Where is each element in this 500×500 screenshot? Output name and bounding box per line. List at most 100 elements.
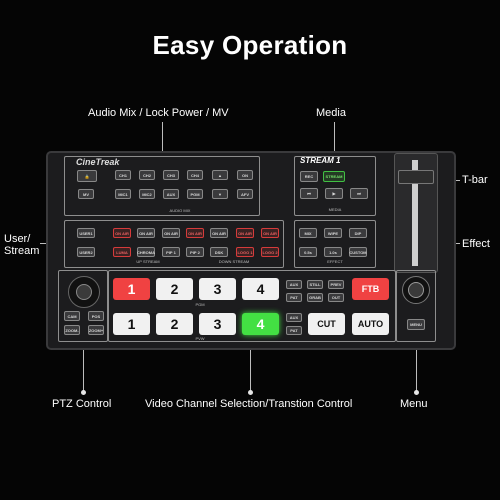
stream-label: STREAM 1: [300, 156, 341, 165]
zoom-out-button[interactable]: ZOOM-: [64, 325, 80, 335]
on-button[interactable]: ON: [237, 170, 253, 180]
pvw-1-button[interactable]: 1: [113, 313, 150, 335]
prev-button[interactable]: PREV: [328, 280, 344, 289]
down-onair-4-button[interactable]: ON AIR: [261, 228, 279, 238]
callout-ptz: PTZ Control: [52, 398, 112, 410]
duration-10-button[interactable]: 1.0s: [324, 247, 342, 257]
audio-ch1-button[interactable]: CH1: [115, 170, 131, 180]
pgm-label: PGM: [195, 302, 205, 307]
logo1-button[interactable]: LOGO 1: [236, 247, 254, 257]
dip-button[interactable]: DIP: [349, 228, 367, 238]
effect-panel: [294, 220, 376, 268]
aux-button[interactable]: AUX: [163, 189, 179, 199]
leader-dot: [248, 390, 253, 395]
menu-button[interactable]: MENU: [407, 319, 425, 330]
luma-button[interactable]: LUMA: [113, 247, 131, 257]
wipe-button[interactable]: WIPE: [324, 228, 342, 238]
media-panel: [294, 156, 376, 216]
pvw-label: PVW: [195, 336, 205, 341]
rec-button[interactable]: REC: [300, 171, 318, 182]
next-track-button[interactable]: ⏭: [350, 188, 368, 199]
down-onair-2-button[interactable]: ON AIR: [210, 228, 228, 238]
ftb-button[interactable]: FTB: [352, 278, 389, 300]
pgm-1-button[interactable]: 1: [113, 278, 150, 300]
volume-down-button[interactable]: ▼: [212, 189, 228, 199]
callout-user-stream: User/ Stream: [4, 233, 40, 257]
leader-video: [250, 342, 251, 392]
cut-button[interactable]: CUT: [308, 313, 345, 335]
out-button[interactable]: OUT: [328, 293, 344, 302]
afv-button[interactable]: AFV: [237, 189, 253, 199]
media-label: MEDIA: [328, 207, 342, 212]
joystick-knob-icon: [76, 284, 92, 300]
auto-button[interactable]: AUTO: [352, 313, 389, 335]
user1-button[interactable]: USER1: [77, 228, 95, 238]
effect-label: EFFECT: [327, 259, 343, 264]
pgm-4-button[interactable]: 4: [242, 278, 279, 300]
volume-up-button[interactable]: ▲: [212, 170, 228, 180]
logo2-button[interactable]: LOGO 2: [261, 247, 279, 257]
tbar-track: [412, 160, 418, 266]
still-button[interactable]: STILL: [307, 280, 323, 289]
pgm-3-button[interactable]: 3: [199, 278, 236, 300]
audio-ch2-button[interactable]: CH2: [139, 170, 155, 180]
dsk-button[interactable]: DSK: [210, 247, 228, 257]
pvw-4-button[interactable]: 4: [242, 313, 279, 335]
down-onair-3-button[interactable]: ON AIR: [236, 228, 254, 238]
up-onair-2-button[interactable]: ON AIR: [137, 228, 155, 238]
callout-tbar: T-bar: [462, 174, 488, 186]
callout-menu: Menu: [400, 398, 428, 410]
mv-button[interactable]: MV: [78, 189, 94, 199]
down-stream-label: DOWN STREAM: [218, 259, 250, 264]
callout-effect: Effect: [462, 238, 490, 250]
mic2-button[interactable]: MIC2: [139, 189, 155, 199]
stream-button[interactable]: STREAM: [323, 171, 345, 182]
mic1-button[interactable]: MIC1: [115, 189, 131, 199]
leader-ptz: [83, 342, 84, 392]
ptz-panel: [58, 270, 108, 342]
pip2-button[interactable]: PIP 2: [186, 247, 204, 257]
lock-button[interactable]: 🔒: [77, 170, 97, 182]
page-title: Easy Operation: [152, 30, 348, 60]
prev-track-button[interactable]: ⏮: [300, 188, 318, 199]
callout-media: Media: [316, 107, 346, 119]
aux-pvw-button[interactable]: AUX: [286, 313, 302, 322]
cam-button[interactable]: CAM: [64, 311, 80, 321]
callout-video: Video Channel Selection/Transtion Contro…: [145, 398, 353, 410]
pat-pgm-button[interactable]: PAT: [286, 293, 302, 302]
brand-logo: CineTreak: [76, 157, 120, 167]
audio-mix-label: AUDIO MIX: [169, 208, 191, 213]
custom-button[interactable]: CUSTOM: [349, 247, 367, 257]
up-onair-1-button[interactable]: ON AIR: [113, 228, 131, 238]
pip1-button[interactable]: PIP 1: [162, 247, 180, 257]
knob-center-icon: [408, 282, 424, 298]
duration-05-button[interactable]: 0.5s: [299, 247, 317, 257]
zoom-in-button[interactable]: ZOOM+: [88, 325, 104, 335]
leader-audio: [162, 122, 163, 157]
tbar-handle[interactable]: [398, 170, 434, 184]
pvw-2-button[interactable]: 2: [156, 313, 193, 335]
callout-audio-mix: Audio Mix / Lock Power / MV: [88, 107, 229, 119]
pvw-3-button[interactable]: 3: [199, 313, 236, 335]
user2-button[interactable]: USER2: [77, 247, 95, 257]
grab-button[interactable]: GRAB: [307, 293, 323, 302]
audio-ch3-button[interactable]: CH3: [163, 170, 179, 180]
chroma-button[interactable]: CHROMA: [137, 247, 155, 257]
pgm-2-button[interactable]: 2: [156, 278, 193, 300]
audio-panel: [64, 156, 260, 216]
pat-pvw-button[interactable]: PAT: [286, 326, 302, 335]
down-onair-1-button[interactable]: ON AIR: [186, 228, 204, 238]
stream-panel: [64, 220, 284, 268]
leader-dot: [414, 390, 419, 395]
audio-ch4-button[interactable]: CH4: [187, 170, 203, 180]
up-onair-3-button[interactable]: ON AIR: [162, 228, 180, 238]
play-button[interactable]: ▶: [325, 188, 343, 199]
mix-button[interactable]: MIX: [299, 228, 317, 238]
pos-button[interactable]: POS: [88, 311, 104, 321]
leader-media: [334, 122, 335, 157]
menu-panel: [396, 270, 436, 342]
up-stream-label: UP STREAM: [136, 259, 160, 264]
aux-pgm-button[interactable]: AUX: [286, 280, 302, 289]
video-panel: [108, 270, 396, 342]
pgm-audio-button[interactable]: PGM: [187, 189, 203, 199]
